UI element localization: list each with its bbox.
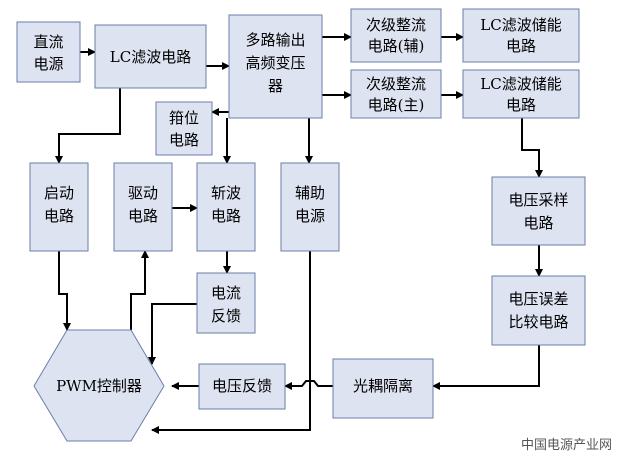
block-lc-store-aux-line-1: LC滤波储能 bbox=[480, 16, 561, 34]
block-start-line-1: 启动 bbox=[44, 184, 74, 202]
block-lc-store-main-line-1: LC滤波储能 bbox=[480, 75, 561, 93]
block-dc-source: 直流 电源 bbox=[16, 21, 81, 83]
block-clamp-line-2: 电路 bbox=[169, 131, 199, 149]
block-optocoupler-line-1: 光耦隔离 bbox=[353, 377, 413, 395]
block-lc-store-main: LC滤波储能 电路 bbox=[462, 69, 580, 119]
block-clamp-line-1: 箝位 bbox=[169, 109, 199, 127]
watermark-text: 中国电源产业网 bbox=[521, 438, 612, 453]
block-clamp: 箝位 电路 bbox=[155, 101, 213, 156]
block-i-feedback: 电流 反馈 bbox=[196, 272, 256, 334]
block-chopper: 斩波 电路 bbox=[196, 162, 256, 252]
block-aux-power-line-1: 辅助 bbox=[295, 184, 325, 202]
block-transformer-line-1: 多路输出 bbox=[245, 31, 305, 49]
block-drive: 驱动 电路 bbox=[113, 162, 173, 252]
block-v-feedback: 电压反馈 bbox=[198, 363, 286, 410]
wire-lc-main-to-sample bbox=[521, 118, 543, 178]
block-dc-source-line-2: 电源 bbox=[33, 55, 63, 73]
block-rect-aux: 次级整流 电路(辅) bbox=[350, 8, 442, 63]
block-v-error: 电压误差 比较电路 bbox=[491, 275, 586, 346]
block-lc-store-aux-line-2: 电路 bbox=[506, 37, 536, 55]
wire-start-to-pwm bbox=[58, 251, 71, 331]
block-chopper-line-2: 电路 bbox=[211, 207, 241, 225]
wire-aux-power-to-pwm bbox=[151, 251, 311, 434]
block-start-line-2: 电路 bbox=[44, 207, 74, 225]
block-v-feedback-line-1: 电压反馈 bbox=[212, 377, 272, 395]
block-aux-power: 辅助 电源 bbox=[280, 162, 340, 252]
block-rect-aux-line-1: 次级整流 bbox=[366, 16, 426, 34]
block-rect-main-line-2: 电路(主) bbox=[368, 96, 425, 114]
block-dc-source-line-1: 直流 bbox=[33, 33, 63, 51]
block-v-sample-line-1: 电压采样 bbox=[508, 191, 568, 209]
block-lc-store-aux: LC滤波储能 电路 bbox=[462, 8, 580, 63]
block-aux-power-line-2: 电源 bbox=[295, 207, 325, 225]
block-start: 启动 电路 bbox=[29, 162, 89, 252]
block-drive-line-1: 驱动 bbox=[128, 184, 158, 202]
block-i-feedback-line-1: 电流 bbox=[211, 284, 241, 302]
block-transformer-line-3: 器 bbox=[268, 77, 283, 95]
block-lc-filter-line-1: LC滤波电路 bbox=[110, 48, 191, 66]
block-v-error-line-2: 比较电路 bbox=[508, 313, 568, 331]
block-chopper-line-1: 斩波 bbox=[211, 184, 241, 202]
block-rect-main-line-1: 次级整流 bbox=[366, 75, 426, 93]
block-v-sample-line-2: 电路 bbox=[523, 214, 553, 232]
wire-i-feedback-to-pwm bbox=[148, 303, 197, 365]
block-transformer-line-2: 高频变压 bbox=[245, 54, 305, 72]
wire-pwm-to-drive bbox=[130, 250, 149, 330]
block-rect-aux-line-2: 电路(辅) bbox=[368, 37, 425, 55]
block-v-sample: 电压采样 电路 bbox=[491, 176, 586, 246]
wire-error-to-optocoupler bbox=[432, 345, 540, 390]
block-transformer: 多路输出 高频变压 器 bbox=[228, 14, 323, 119]
block-pwm-line-1: PWM控制器 bbox=[56, 377, 142, 395]
block-rect-main: 次级整流 电路(主) bbox=[350, 69, 442, 119]
connectors bbox=[55, 33, 543, 434]
wire-lc-to-start bbox=[55, 88, 121, 164]
block-lc-store-main-line-2: 电路 bbox=[506, 96, 536, 114]
block-optocoupler: 光耦隔离 bbox=[332, 358, 434, 419]
block-v-error-line-1: 电压误差 bbox=[508, 290, 568, 308]
block-pwm: PWM控制器 bbox=[33, 329, 165, 442]
block-i-feedback-line-2: 反馈 bbox=[211, 307, 241, 325]
block-lc-filter: LC滤波电路 bbox=[94, 24, 207, 89]
block-drive-line-2: 电路 bbox=[128, 207, 158, 225]
